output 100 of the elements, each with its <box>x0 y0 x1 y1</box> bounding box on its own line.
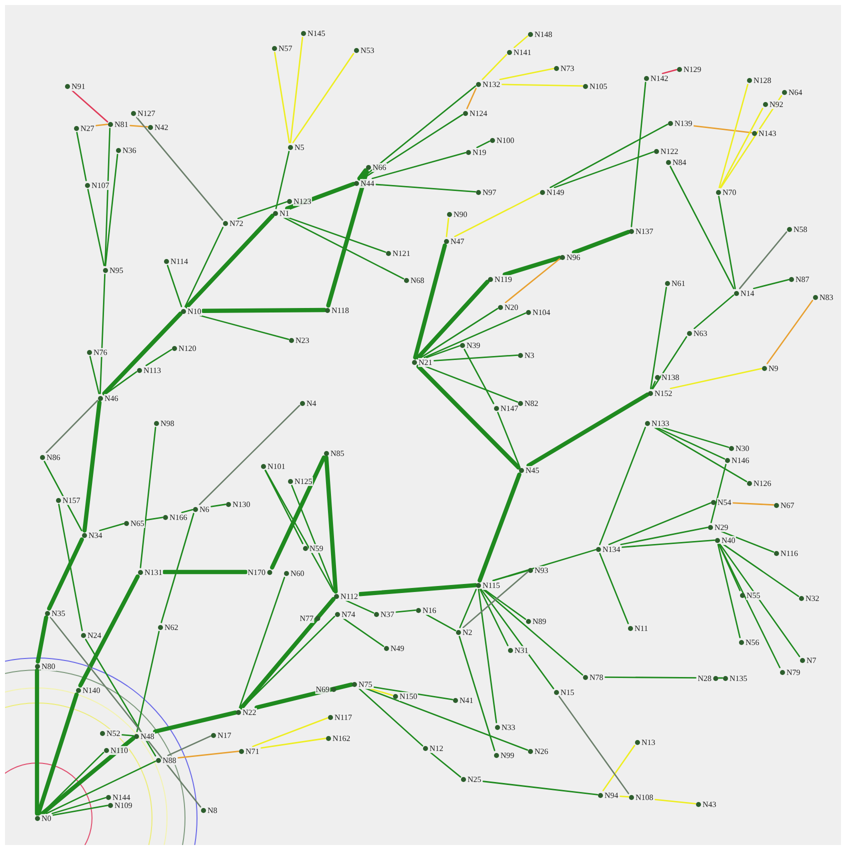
network-link <box>514 35 528 48</box>
node-label: N133 <box>650 418 670 428</box>
node-label: N31 <box>514 646 530 654</box>
node-label: N96 <box>566 252 582 262</box>
node-label: N144 <box>112 792 132 802</box>
node-label: N13 <box>640 738 656 746</box>
network-link <box>425 614 456 632</box>
node-label: N73 <box>560 64 576 72</box>
node-label: N107 <box>90 180 110 190</box>
network-link <box>652 336 688 390</box>
network-link <box>656 426 726 460</box>
node-label: N1 <box>278 208 290 218</box>
node-label: N64 <box>788 88 804 96</box>
node-label: N124 <box>468 108 488 118</box>
node-label: N72 <box>228 218 244 228</box>
network-link <box>458 636 496 752</box>
network-link <box>46 400 98 454</box>
network-link <box>274 52 290 144</box>
network-link <box>662 68 678 74</box>
network-link <box>599 426 646 546</box>
network-link <box>416 364 521 470</box>
network-link <box>654 798 696 804</box>
network-link <box>50 616 202 808</box>
network-link <box>466 88 477 110</box>
node-label: N126 <box>752 478 772 488</box>
network-link <box>201 308 327 313</box>
node-label: N34 <box>88 530 104 540</box>
network-link <box>482 780 598 796</box>
node-label: N135 <box>728 674 748 682</box>
network-link <box>326 169 369 308</box>
node-label: N113 <box>142 366 162 374</box>
node-label: N84 <box>672 158 688 166</box>
network-link <box>446 218 450 238</box>
node-label: N57 <box>278 44 294 52</box>
network-link <box>76 132 87 182</box>
node-label: N145 <box>306 28 326 38</box>
node-label: N67 <box>780 500 796 510</box>
node-label: N35 <box>50 608 66 618</box>
node-label: N148 <box>534 30 554 38</box>
node-label: N24 <box>86 630 102 640</box>
node-label: N54 <box>716 498 732 506</box>
node-label: N157 <box>62 496 82 504</box>
node-label: N6 <box>198 504 210 514</box>
node-label: N170 <box>246 568 266 576</box>
network-link <box>622 540 716 548</box>
node-label: N122 <box>660 146 680 156</box>
node-label: N104 <box>532 308 552 316</box>
node-label: N69 <box>314 684 330 694</box>
network-link <box>499 68 554 80</box>
network-link <box>238 576 286 708</box>
node-label: N110 <box>110 746 129 754</box>
node-label: N76 <box>92 348 108 356</box>
node-label: N47 <box>450 236 466 246</box>
network-link <box>47 537 84 611</box>
node-label: N98 <box>160 418 176 428</box>
network-link <box>670 166 734 290</box>
node-label: N11 <box>634 624 649 632</box>
node-label: N77 <box>298 614 314 622</box>
network-link <box>651 380 656 390</box>
network-link <box>720 95 782 188</box>
node-label: N75 <box>358 680 374 688</box>
node-label: N121 <box>392 248 412 258</box>
node-label: N162 <box>332 734 352 742</box>
node-label: N94 <box>604 790 620 800</box>
node-label: N0 <box>40 814 52 822</box>
node-label: N128 <box>752 76 772 84</box>
network-link <box>44 460 82 532</box>
node-label: N166 <box>168 512 188 522</box>
node-label: N87 <box>794 274 810 284</box>
node-label: N66 <box>372 162 388 172</box>
node-label: N125 <box>294 476 314 486</box>
node-label: N55 <box>746 590 762 600</box>
network-link <box>526 392 650 468</box>
node-label: N95 <box>108 266 124 274</box>
network-link <box>492 570 528 582</box>
node-label: N116 <box>780 548 799 558</box>
network-link <box>424 366 518 403</box>
network-link <box>413 243 447 360</box>
node-label: N21 <box>418 358 434 366</box>
node-label: N42 <box>154 122 170 132</box>
node-label: N46 <box>104 394 120 402</box>
network-link <box>502 84 584 87</box>
node-label: N89 <box>532 616 548 626</box>
network-link <box>420 308 498 358</box>
network-link <box>210 504 226 508</box>
network-link <box>71 90 108 122</box>
network-link <box>260 738 326 749</box>
network-link <box>710 464 727 524</box>
network-link <box>608 502 712 546</box>
node-label: N48 <box>140 732 156 740</box>
node-label: N139 <box>674 118 694 128</box>
node-label: N49 <box>390 644 406 652</box>
network-link <box>283 216 404 280</box>
network-link <box>718 84 748 188</box>
node-label: N58 <box>792 224 808 234</box>
node-label: N28 <box>696 674 712 682</box>
node-label: N88 <box>162 756 178 764</box>
node-label: N74 <box>340 610 356 618</box>
network-link <box>136 630 160 732</box>
network-link <box>717 544 741 638</box>
